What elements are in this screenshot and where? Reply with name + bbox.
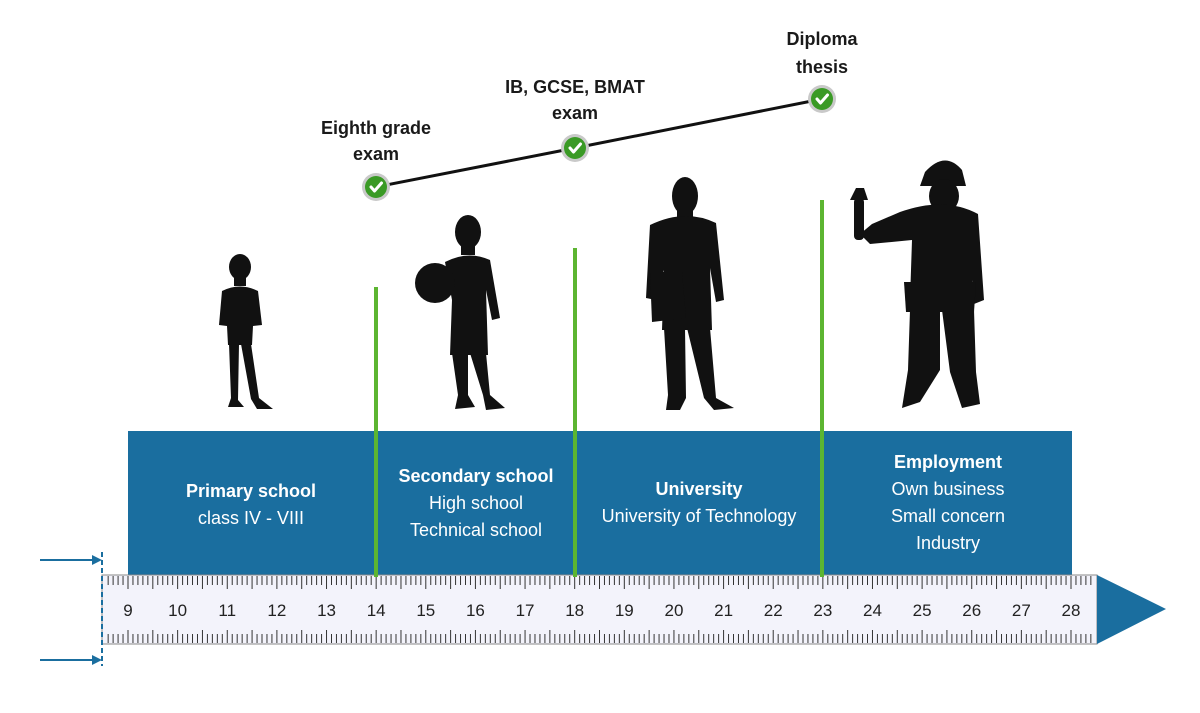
ruler-tick-label: 21: [714, 601, 733, 620]
stage-title: Primary school: [186, 481, 316, 501]
stage-title: Employment: [894, 452, 1002, 472]
check-icon: [362, 173, 390, 201]
milestone-1: Eighth grade exam: [321, 118, 431, 164]
svg-text:Diploma: Diploma: [786, 29, 858, 49]
stage-university: University University of Technology: [602, 479, 797, 526]
ruler-tick-label: 9: [123, 601, 132, 620]
milestone-connector: [375, 97, 823, 189]
milestone-3: Diploma thesis: [786, 29, 858, 77]
stage-detail: High school: [429, 493, 523, 513]
start-marker: [40, 552, 103, 666]
ruler-tick-label: 24: [863, 601, 882, 620]
svg-text:exam: exam: [552, 103, 598, 123]
milestone-2-line-2: exam: [552, 103, 598, 123]
stage-detail: Small concern: [891, 506, 1005, 526]
milestone-3-line-1: Diploma: [786, 29, 858, 49]
age-ruler: 9 10 11 12 13 14 15 16 17 18 19 20 21 22 23 24 25 26 27 28: [101, 574, 1166, 645]
ruler-arrow-head: [1097, 575, 1166, 644]
child-silhouette: [219, 254, 273, 409]
ruler-tick-label: 11: [218, 601, 236, 620]
ruler-tick-label: 13: [317, 601, 336, 620]
ruler-tick-label: 22: [764, 601, 783, 620]
ruler-tick-label: 26: [962, 601, 981, 620]
ruler-minor-ticks: [107, 576, 1092, 643]
check-icon: [561, 134, 589, 162]
ruler-tick-label: 27: [1012, 601, 1031, 620]
milestone-1-line-2: exam: [353, 144, 399, 164]
svg-text:exam: exam: [353, 144, 399, 164]
milestone-3-line-2: thesis: [796, 57, 848, 77]
stage-detail: Industry: [916, 533, 980, 553]
stage-title: Secondary school: [398, 466, 553, 486]
milestone-2-line-1: IB, GCSE, BMAT: [505, 77, 645, 97]
ruler-tick-label: 15: [416, 601, 435, 620]
ruler-tick-label: 18: [565, 601, 584, 620]
ruler-tick-label: 12: [267, 601, 286, 620]
ruler-tick-label: 17: [516, 601, 535, 620]
ruler-tick-label: 10: [168, 601, 187, 620]
ruler-tick-label: 19: [615, 601, 634, 620]
stage-detail: Technical school: [410, 520, 542, 540]
svg-text:IB, GCSE, BMAT: IB, GCSE, BMAT: [505, 77, 645, 97]
stage-secondary-school: Secondary school High school Technical s…: [398, 466, 553, 540]
stage-band: [128, 431, 1072, 577]
check-icon: [808, 85, 836, 113]
stage-detail: Own business: [891, 479, 1004, 499]
ruler-tick-label: 23: [813, 601, 832, 620]
student-silhouette: [646, 177, 734, 410]
worker-silhouette: [850, 160, 984, 408]
teen-silhouette: [415, 215, 505, 410]
ruler-tick-label: 14: [367, 601, 386, 620]
stage-employment: Employment Own business Small concern In…: [891, 452, 1005, 553]
ruler-tick-label: 28: [1062, 601, 1081, 620]
milestone-1-line-1: Eighth grade: [321, 118, 431, 138]
stage-detail: class IV - VIII: [198, 508, 304, 528]
svg-text:Eighth grade: Eighth grade: [321, 118, 431, 138]
ruler-tick-labels: 9 10 11 12 13 14 15 16 17 18 19 20 21 22 23 24 25 26 27 28: [123, 601, 1080, 620]
milestone-2: IB, GCSE, BMAT exam: [505, 77, 645, 123]
ruler-tick-label: 16: [466, 601, 485, 620]
stage-detail: University of Technology: [602, 506, 797, 526]
stage-primary-school: Primary school class IV - VIII: [186, 481, 316, 528]
stage-title: University: [655, 479, 742, 499]
ruler-tick-label: 20: [664, 601, 683, 620]
ruler-tick-label: 25: [913, 601, 932, 620]
svg-text:thesis: thesis: [796, 57, 848, 77]
